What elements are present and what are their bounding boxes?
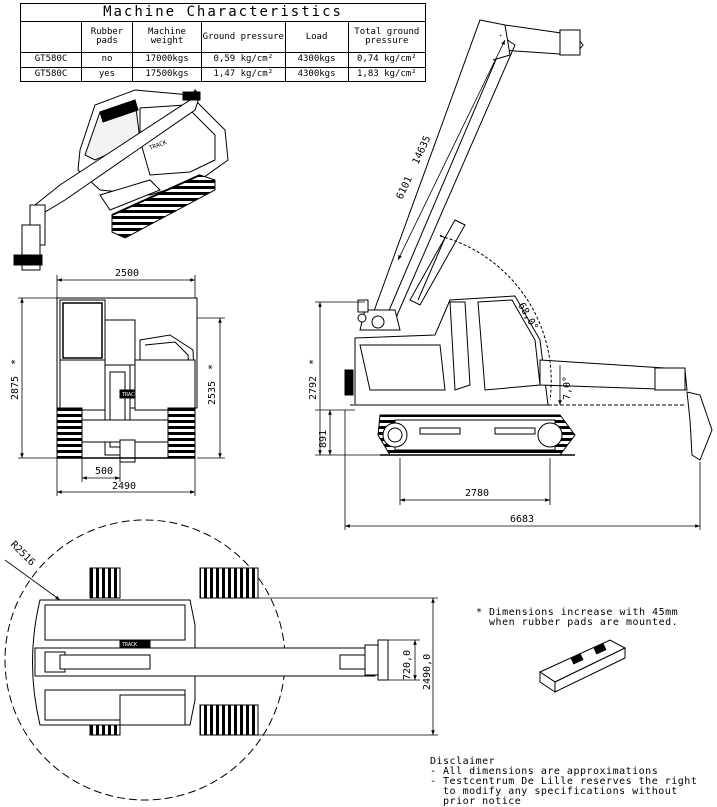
dim-front-track-width: 500	[95, 466, 113, 477]
isometric-view: TRACK	[13, 89, 229, 271]
top-dimensions	[4, 559, 438, 736]
front-view: TRACK	[56, 297, 198, 463]
front-dimension-labels: 2500 2875 * 2535 * 500 2490	[10, 268, 218, 492]
dim-side-clearance: 891	[318, 430, 329, 448]
dim-top-width: 2490,0	[422, 654, 433, 690]
side-dimensions	[315, 39, 701, 530]
dim-top-boom-width: 720,0	[402, 650, 413, 680]
dim-front-cab-height: 2535	[207, 381, 218, 405]
header-ground-pressure: Ground pressure	[201, 21, 286, 54]
side-view	[344, 19, 713, 461]
dim-front-base-width: 2490	[112, 481, 136, 492]
dim-boom-down-angle: 7,0°	[562, 376, 573, 400]
top-view: TRACK	[4, 519, 389, 801]
dim-side-height-mark: *	[308, 359, 319, 365]
dim-side-track-length: 2780	[465, 488, 489, 499]
front-dimensions	[18, 275, 225, 496]
rubber-pads-note: * Dimensions increase with 45mm when rub…	[476, 607, 679, 628]
cell-model: GT580C	[19, 66, 83, 83]
dim-front-cab-mark: *	[207, 364, 218, 370]
top-brand-label: TRACK	[122, 642, 137, 648]
header-rubber-pads: Rubber pads	[81, 21, 133, 54]
dim-front-height-mark: *	[10, 359, 21, 365]
cell-model: GT580C	[19, 52, 83, 68]
dim-side-total-length: 6683	[510, 514, 534, 525]
disclaimer-note: Disclaimer - All dimensions are approxim…	[430, 756, 698, 807]
table-title: Machine Characteristics	[20, 2, 426, 23]
dim-side-height: 2792	[308, 376, 319, 400]
dim-boom-length-min: 6101	[395, 175, 415, 201]
dim-front-height: 2875	[10, 376, 21, 400]
front-brand-label: TRACK	[122, 392, 137, 398]
machine-characteristics-table: Machine Characteristics Rubber pads Mach…	[19, 2, 427, 83]
cell-ground-pressure: 1,47 kg/cm²	[201, 66, 286, 83]
rubber-pad-drawing	[538, 639, 627, 693]
dim-swing-radius: R2516	[8, 539, 37, 568]
dim-front-width: 2500	[115, 268, 139, 279]
